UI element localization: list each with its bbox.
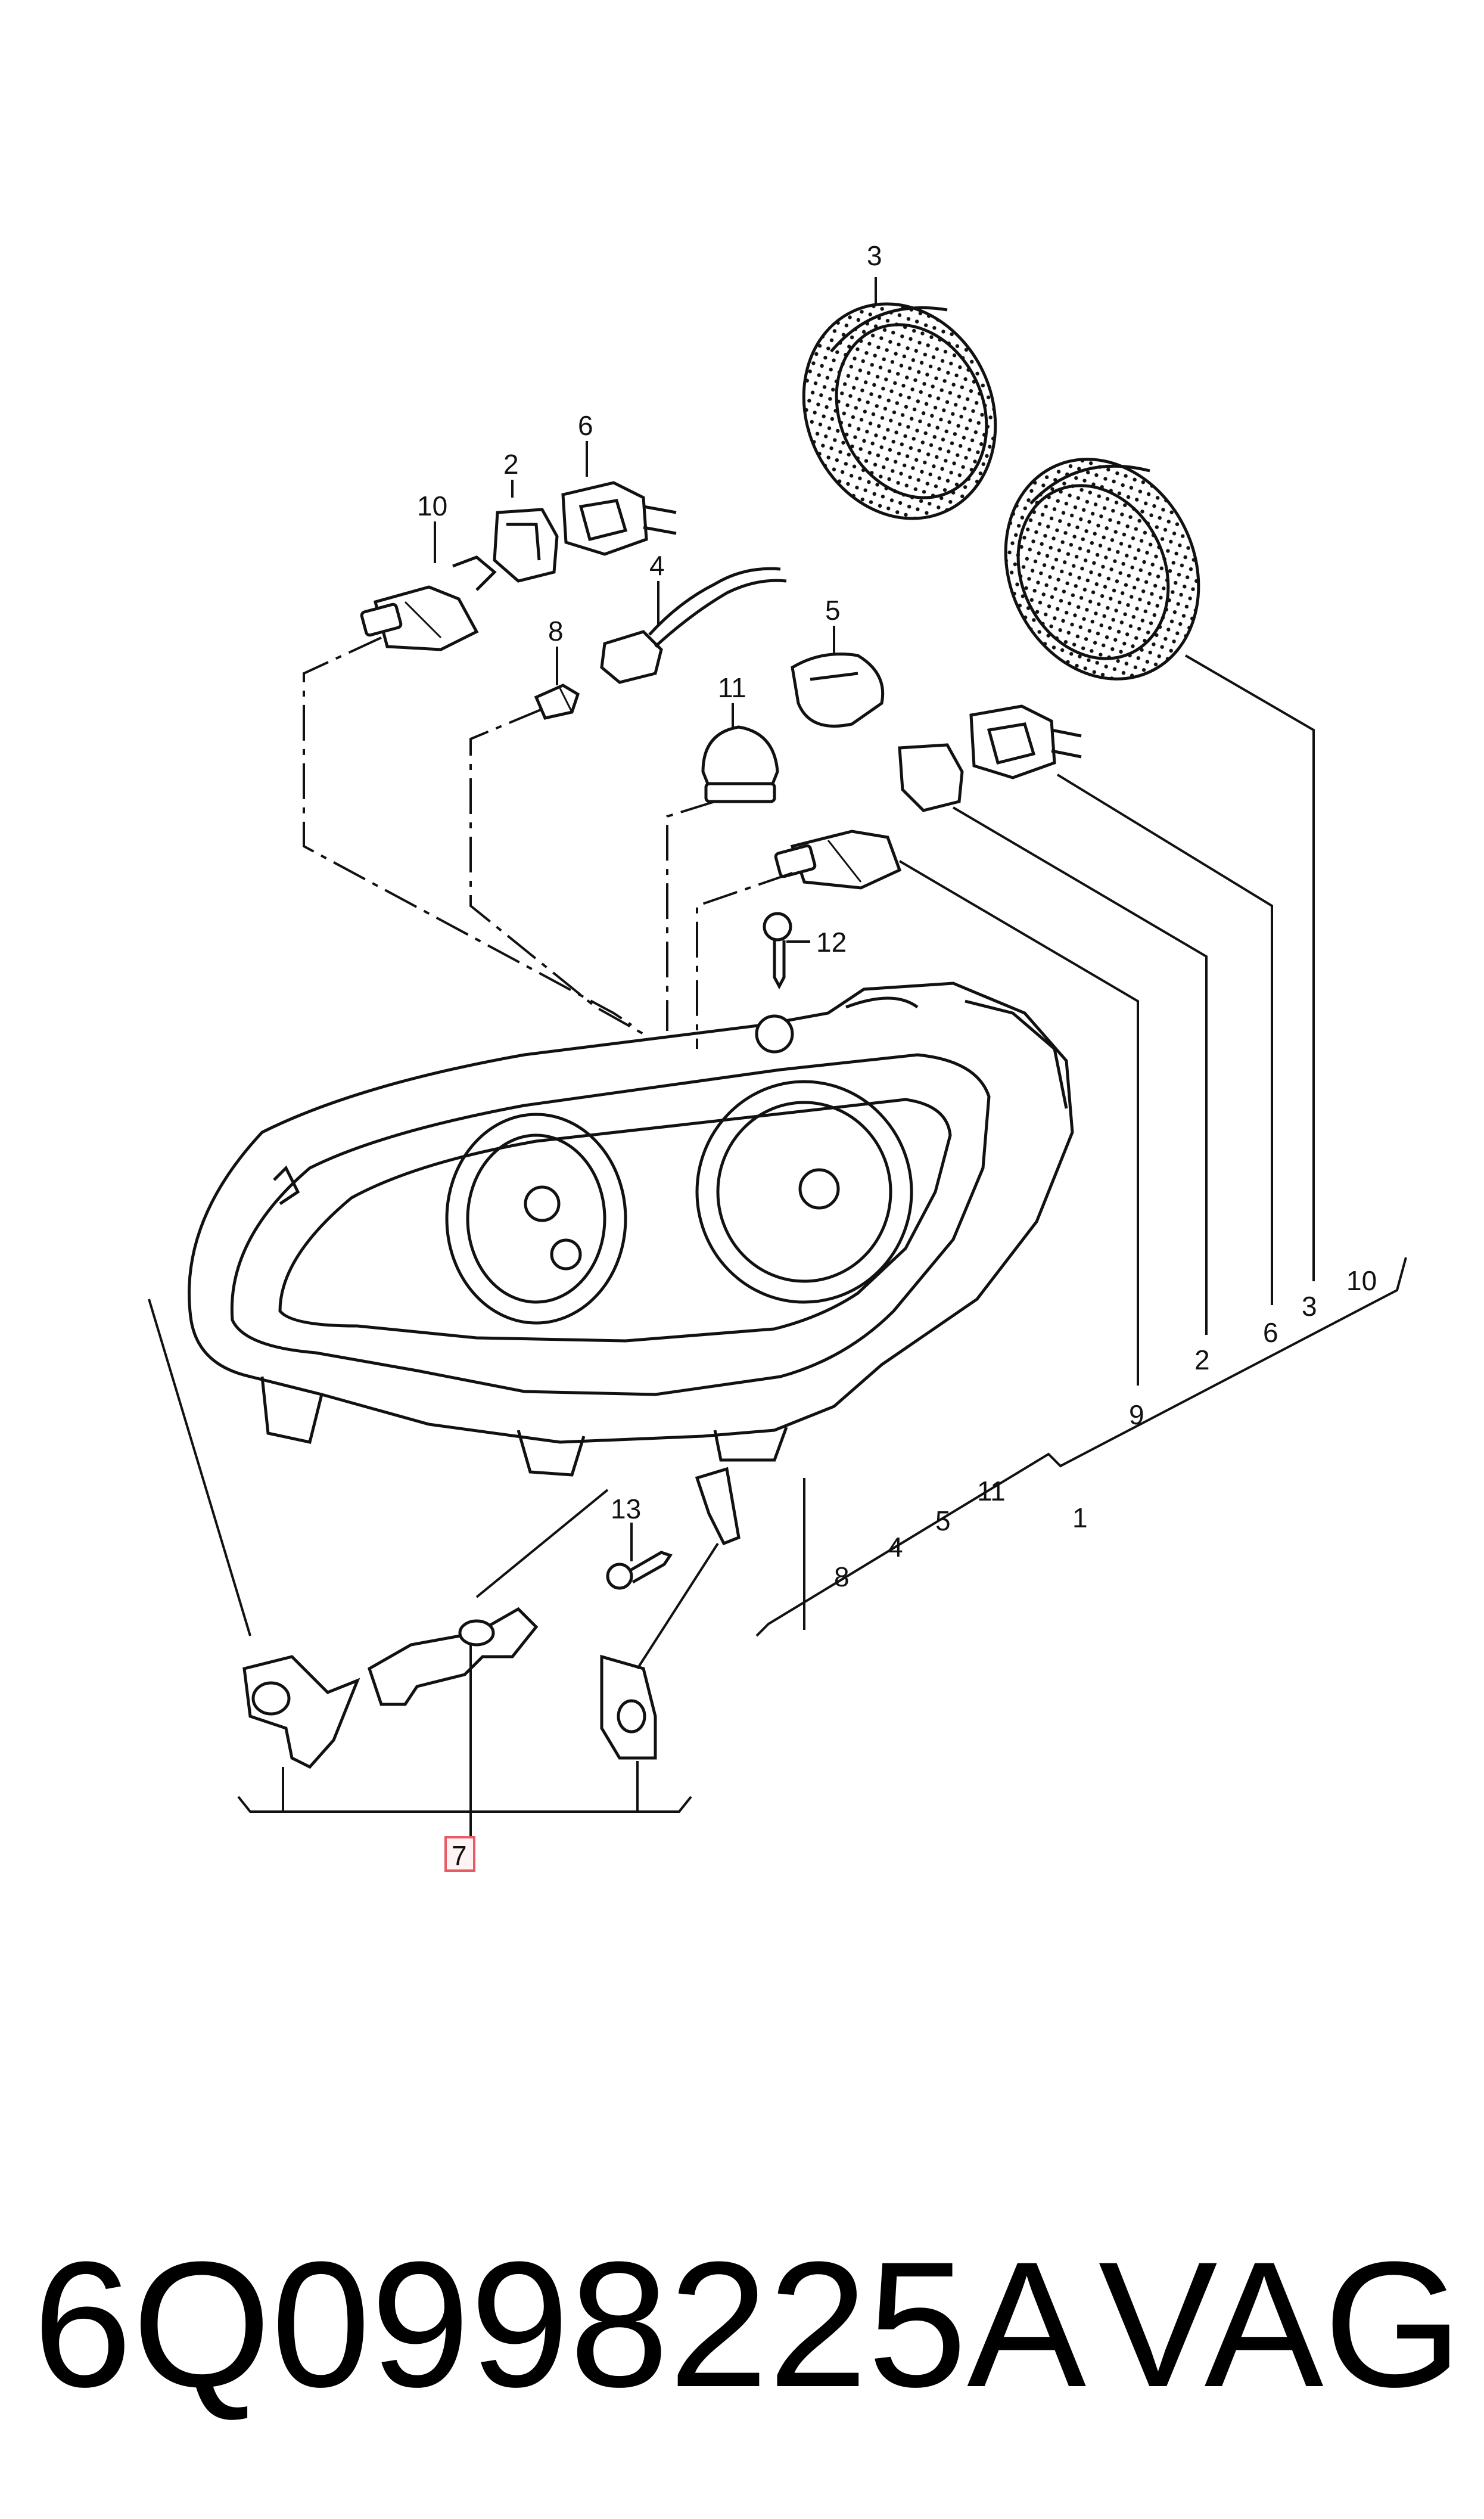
callout-3-right: 3 bbox=[1302, 1291, 1317, 1322]
bulb-indicator bbox=[701, 725, 779, 803]
bulb-small-w5w bbox=[534, 684, 580, 720]
callout-10-right: 10 bbox=[1346, 1265, 1377, 1296]
callout-2-right: 2 bbox=[1194, 1344, 1210, 1375]
callout-5-lower: 5 bbox=[935, 1505, 951, 1536]
part-number-code: 6Q0998225A bbox=[33, 2224, 1087, 2424]
part-number-footer: 6Q0998225A VAG bbox=[33, 2217, 1463, 2431]
screw-upper bbox=[763, 912, 792, 990]
callout-labels: 3 2 6 10 4 8 5 11 12 13 10 3 6 2 9 1 11 … bbox=[417, 240, 1377, 1872]
connector-right bbox=[969, 704, 1082, 779]
mount-bracket-middle bbox=[367, 1607, 539, 1706]
callout-3-top: 3 bbox=[867, 240, 882, 271]
callout-12: 12 bbox=[816, 927, 847, 958]
callout-4-top: 4 bbox=[649, 550, 665, 581]
callout-5-top: 5 bbox=[825, 595, 841, 626]
callout-8-top: 8 bbox=[548, 616, 564, 647]
callout-7: 7 bbox=[452, 1840, 467, 1871]
callout-11-lower: 11 bbox=[977, 1476, 1006, 1507]
callout-11-top: 11 bbox=[718, 672, 746, 703]
callout-1: 1 bbox=[1072, 1502, 1088, 1533]
screw-lower bbox=[606, 1551, 673, 1590]
callout-7-highlight bbox=[444, 1836, 475, 1872]
callout-13: 13 bbox=[611, 1493, 641, 1524]
callout-10-top: 10 bbox=[417, 490, 447, 521]
callout-6-right: 6 bbox=[1263, 1317, 1278, 1348]
callout-2-top: 2 bbox=[503, 449, 519, 480]
bulb-holder-right-2 bbox=[898, 743, 964, 812]
connector-left bbox=[561, 481, 677, 556]
wiring-harness bbox=[600, 567, 787, 684]
mount-bracket-right bbox=[600, 1654, 657, 1760]
assembly-dash-lines bbox=[303, 636, 793, 1049]
bulb-h7-right bbox=[774, 830, 902, 890]
bulb-holder-right bbox=[791, 653, 885, 728]
callout-4-lower: 4 bbox=[888, 1532, 903, 1563]
mount-bracket-left bbox=[242, 1655, 360, 1769]
housing-tab-lower bbox=[695, 1467, 741, 1546]
cover-cap-lower bbox=[1004, 458, 1200, 681]
callout-8-lower: 8 bbox=[834, 1561, 850, 1592]
headlight-housing bbox=[188, 981, 1074, 1477]
bulb-h7-left bbox=[360, 555, 497, 651]
leader-lines bbox=[148, 277, 1407, 1841]
bulb-holder-left bbox=[493, 508, 559, 583]
callout-6-top: 6 bbox=[578, 410, 593, 441]
brand-label: VAG bbox=[1098, 2224, 1463, 2424]
cover-cap-upper bbox=[802, 302, 997, 520]
callout-9-right: 9 bbox=[1129, 1399, 1144, 1430]
